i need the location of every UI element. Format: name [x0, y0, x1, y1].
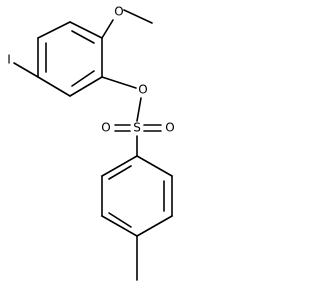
- ring-to-iodine-bond: [13, 62, 39, 78]
- sulfonyl-oxygen-left-label: O: [101, 121, 110, 135]
- ring-bond: [37, 21, 71, 39]
- upper-benzene-ring: [37, 21, 103, 97]
- ring-bond: [69, 21, 103, 39]
- sulfonyl-group: S O O: [101, 121, 175, 157]
- aromatic-double-bond: [108, 165, 132, 180]
- ring-bond: [37, 76, 71, 97]
- sulfur-label: S: [133, 121, 141, 135]
- iodo-substituent: I: [7, 53, 39, 78]
- ring-bond: [136, 155, 173, 177]
- aromatic-double-bond: [108, 212, 132, 228]
- ring-to-ester-oxygen-bond: [101, 76, 137, 89]
- oxygen-to-methyl-bond: [123, 9, 153, 24]
- ring-bond: [69, 76, 103, 97]
- sulfonyl-oxygen-right-label: O: [165, 121, 174, 135]
- ester-oxygen-label: O: [138, 83, 147, 97]
- ring-bond: [101, 215, 138, 237]
- molecule-structure: O I O S O O: [7, 5, 175, 281]
- sulfonate-linkage: O: [101, 76, 148, 122]
- aromatic-double-bond: [71, 30, 95, 44]
- ether-oxygen-label: O: [114, 5, 123, 19]
- lower-benzene-ring: [101, 155, 173, 237]
- aromatic-double-bond: [71, 70, 95, 87]
- methoxy-group: O: [101, 5, 153, 39]
- ring-to-oxygen-bond: [101, 19, 114, 39]
- oxygen-to-sulfur-bond: [136, 97, 142, 122]
- ring-bond: [101, 155, 138, 177]
- ring-bond: [136, 215, 173, 237]
- iodine-label: I: [7, 53, 11, 67]
